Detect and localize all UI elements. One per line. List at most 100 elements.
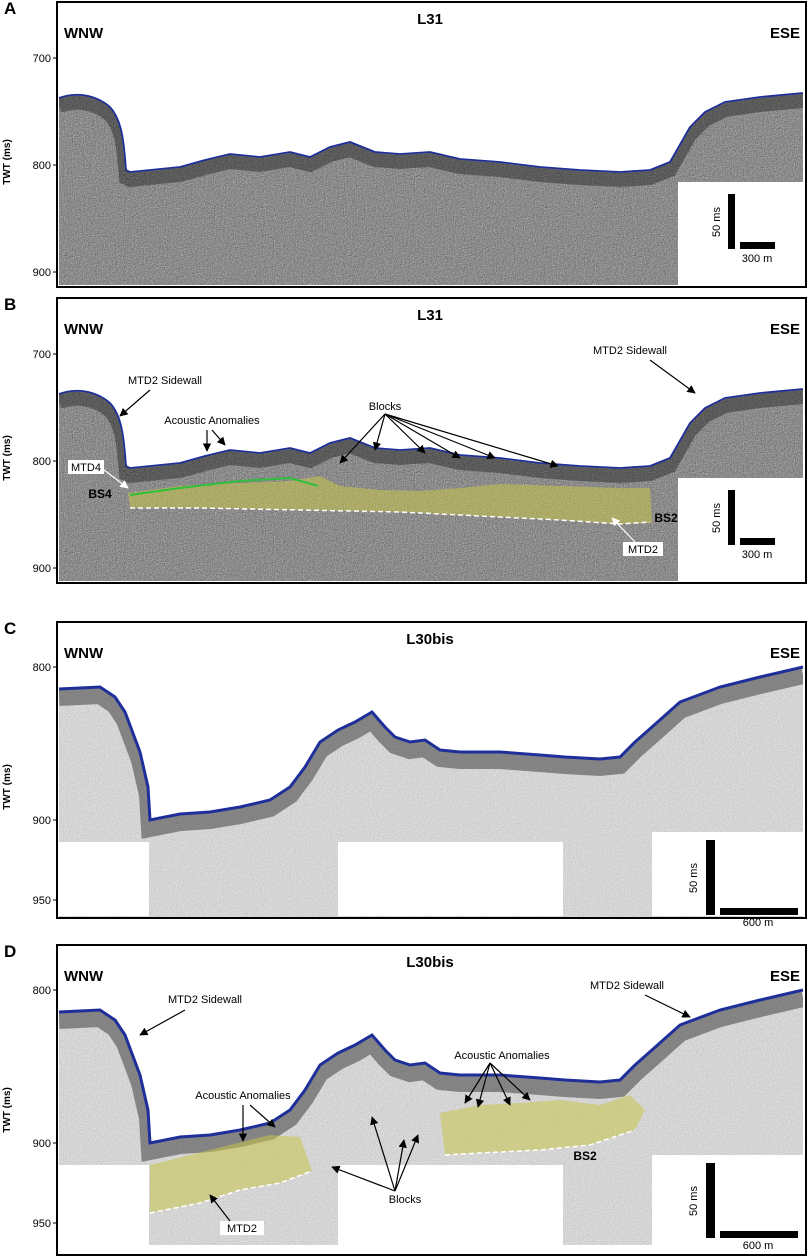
label-acoustic-anomalies-left: Acoustic Anomalies xyxy=(195,1090,291,1102)
no-data-area xyxy=(338,842,563,916)
y-axis-title: TWT (ms) xyxy=(2,764,13,810)
y-axis-title: TWT (ms) xyxy=(2,1087,13,1133)
right-direction-label: ESE xyxy=(770,968,800,985)
scale-horizontal-label: 600 m xyxy=(743,1240,774,1252)
y-tick-label: 900 xyxy=(33,1138,51,1150)
y-tick-label: 800 xyxy=(33,160,51,172)
mtd2-fill-left xyxy=(150,1135,312,1213)
y-tick-label: 700 xyxy=(33,53,51,65)
scale-horizontal-bar xyxy=(740,242,775,249)
arrow xyxy=(394,1139,407,1192)
right-direction-label: ESE xyxy=(770,321,800,338)
arrow xyxy=(103,469,129,489)
arrow xyxy=(489,1062,531,1101)
scale-vertical-bar xyxy=(706,1163,715,1238)
scale-vertical-label: 50 ms xyxy=(711,503,723,533)
label-blocks: Blocks xyxy=(389,1194,422,1206)
label-box xyxy=(68,460,104,474)
label-bs4: BS4 xyxy=(88,487,112,501)
seismic-line-label: L30bis xyxy=(406,631,454,648)
arrow xyxy=(384,413,559,468)
seismic-line-label: L31 xyxy=(417,307,443,324)
label-mtd2: MTD2 xyxy=(628,544,658,556)
panel-frame xyxy=(56,944,807,1256)
label-box xyxy=(623,542,663,556)
arrow xyxy=(119,389,151,417)
arrow xyxy=(644,994,691,1018)
arrow xyxy=(611,517,636,543)
y-tick-label: 800 xyxy=(33,662,51,674)
no-data-area xyxy=(678,182,804,285)
right-direction-label: ESE xyxy=(770,645,800,662)
y-tick-label: 900 xyxy=(33,563,51,575)
reflector-band xyxy=(59,390,803,484)
label-bs2: BS2 xyxy=(573,1149,597,1163)
seafloor-line xyxy=(58,988,804,1145)
y-axis-title: TWT (ms) xyxy=(2,139,13,185)
label-mtd2-sidewall-left: MTD2 Sidewall xyxy=(128,375,202,387)
label-acoustic-anomalies-right: Acoustic Anomalies xyxy=(454,1050,550,1062)
y-tick-label: 800 xyxy=(33,456,51,468)
mtd2-base xyxy=(130,507,651,525)
arrow xyxy=(370,1116,396,1192)
arrow xyxy=(139,1009,186,1036)
y-tick-label: 950 xyxy=(33,895,51,907)
label-mtd4: MTD4 xyxy=(71,462,101,474)
left-direction-label: WNW xyxy=(64,968,104,985)
panel-letter: A xyxy=(4,0,16,18)
y-tick-label: 800 xyxy=(33,985,51,997)
left-direction-label: WNW xyxy=(64,321,104,338)
label-mtd2-sidewall-right: MTD2 Sidewall xyxy=(590,980,664,992)
seafloor-line xyxy=(58,665,804,822)
panel-letter: C xyxy=(4,619,16,638)
scale-bar: 50 ms 300 m xyxy=(711,490,775,561)
seismic-line-label: L31 xyxy=(417,11,443,28)
label-blocks: Blocks xyxy=(369,401,402,413)
label-box xyxy=(220,1221,264,1235)
scale-horizontal-bar xyxy=(720,908,798,915)
left-direction-label: WNW xyxy=(64,645,104,662)
scale-horizontal-bar xyxy=(720,1231,798,1238)
label-mtd2-sidewall-left: MTD2 Sidewall xyxy=(168,994,242,1006)
arrow xyxy=(249,1104,276,1128)
mtd4-line xyxy=(129,476,319,496)
panel-letter: D xyxy=(4,942,16,961)
seafloor-line xyxy=(58,92,804,173)
scale-vertical-bar xyxy=(728,490,735,545)
label-mtd2-sidewall-right: MTD2 Sidewall xyxy=(593,345,667,357)
arrow xyxy=(372,413,386,451)
no-data-area xyxy=(59,842,149,916)
arrow xyxy=(211,429,226,446)
no-data-area xyxy=(59,1165,149,1253)
arrow xyxy=(384,413,496,460)
arrow xyxy=(394,1134,420,1192)
scale-bar: 50 ms 600 m xyxy=(688,1163,798,1252)
no-data-area xyxy=(338,1165,563,1253)
arrow xyxy=(384,413,426,454)
y-tick-label: 900 xyxy=(33,267,51,279)
scale-vertical-bar xyxy=(706,840,715,915)
y-tick-label: 700 xyxy=(33,349,51,361)
reflector-band xyxy=(59,94,803,188)
scale-horizontal-label: 300 m xyxy=(742,253,773,265)
mtd2-fill-right xyxy=(440,1095,645,1155)
panel-frame xyxy=(56,297,807,584)
arrow xyxy=(464,1062,491,1104)
scale-horizontal-label: 600 m xyxy=(743,917,774,929)
left-direction-label: WNW xyxy=(64,25,104,42)
scale-horizontal-label: 300 m xyxy=(742,549,773,561)
scale-vertical-label: 50 ms xyxy=(688,1186,700,1216)
arrow xyxy=(384,413,461,459)
arrow xyxy=(331,1165,396,1192)
scale-vertical-label: 50 ms xyxy=(711,207,723,237)
scale-vertical-label: 50 ms xyxy=(688,863,700,893)
arrow xyxy=(209,1194,231,1222)
arrow xyxy=(489,1062,511,1106)
scale-bar: 50 ms 300 m xyxy=(711,194,775,265)
scale-vertical-bar xyxy=(728,194,735,249)
arrow xyxy=(475,1062,491,1108)
no-data-area xyxy=(678,478,804,581)
